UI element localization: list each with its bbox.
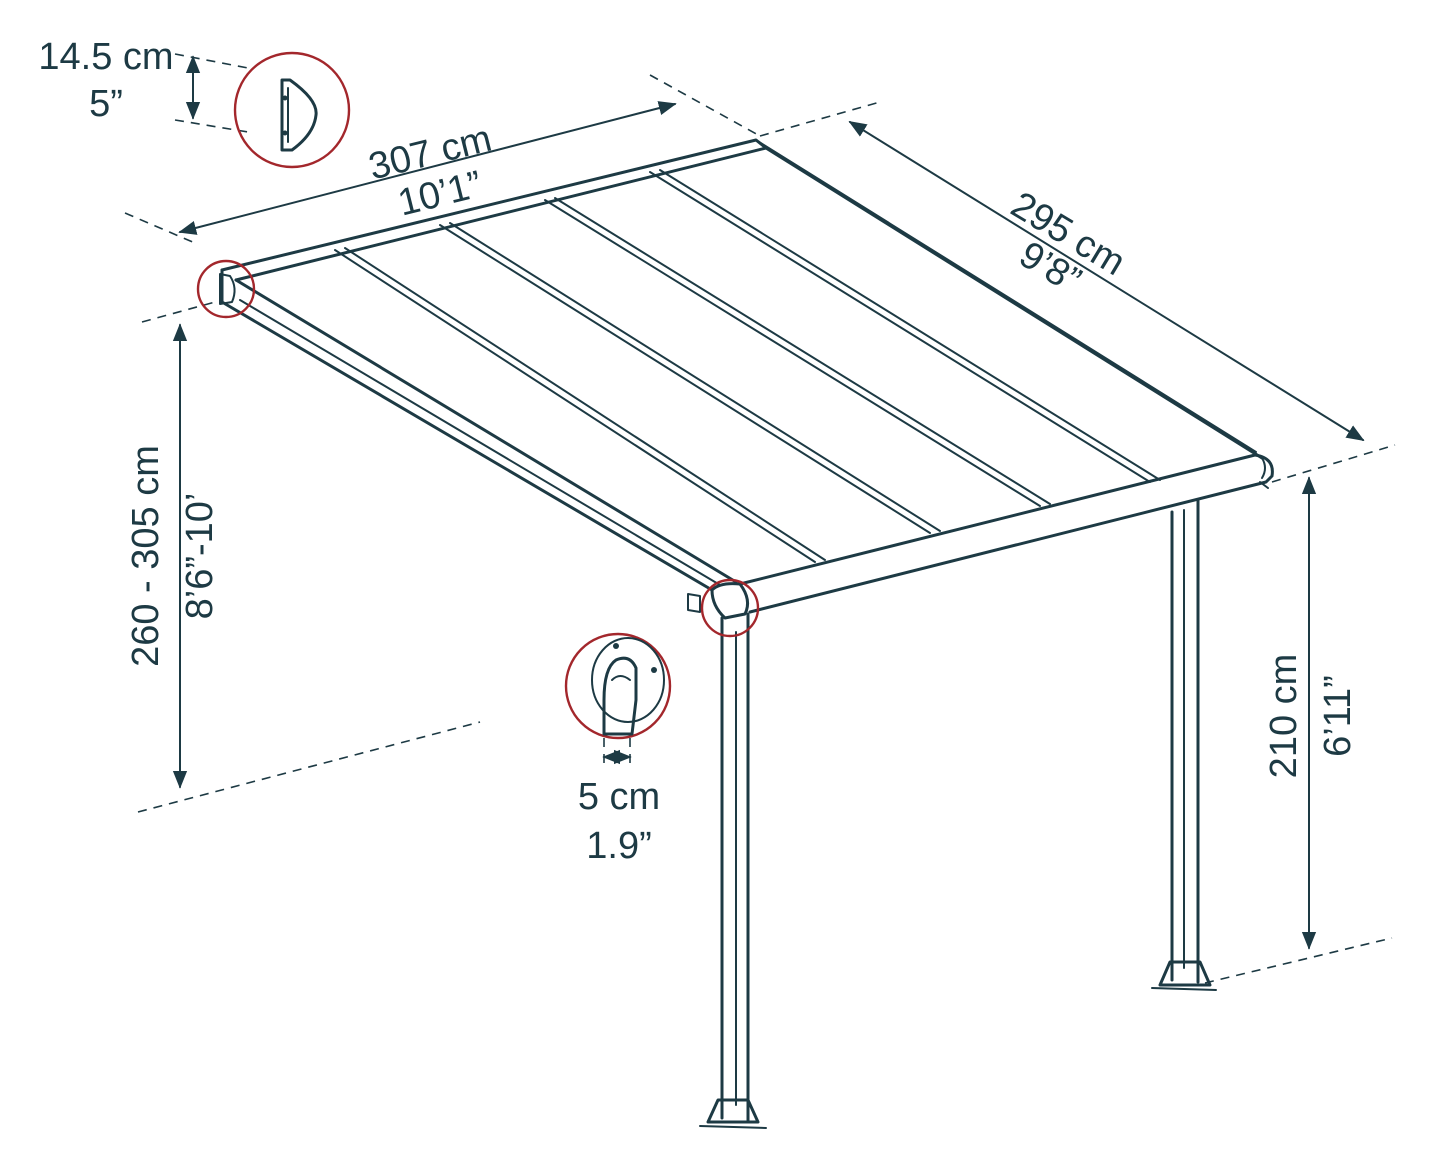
profile-height-metric-label: 14.5 cm [38,36,173,78]
post-connector-icon [591,637,665,736]
post-detail-callout [564,632,672,740]
post-height-metric-label: 210 cm [1263,654,1305,779]
wall-height-metric-label: 260 - 305 cm [125,445,167,667]
profile-detail-callout [233,51,351,169]
depth-arrow [848,121,1365,441]
post-height-imperial-label: 6’11” [1317,675,1359,757]
post-width-imperial-label: 1.9” [586,825,651,867]
pergola-structure [220,138,1274,1129]
dimension-labels: 14.5 cm 5” 307 cm 10’1” 295 cm 9’8” 260 … [38,36,1359,867]
wall-profile-icon [280,78,318,152]
width-arrow [178,101,677,235]
post-width-metric-label: 5 cm [578,776,660,818]
corner-detail-callout [196,259,256,319]
front-corner-callout [700,578,760,638]
corner-bracket-icon [219,273,236,305]
wall-height-imperial-label: 8’6”-10’ [179,493,221,620]
dimension-arrows [172,55,1365,950]
profile-height-imperial-label: 5” [89,83,123,125]
